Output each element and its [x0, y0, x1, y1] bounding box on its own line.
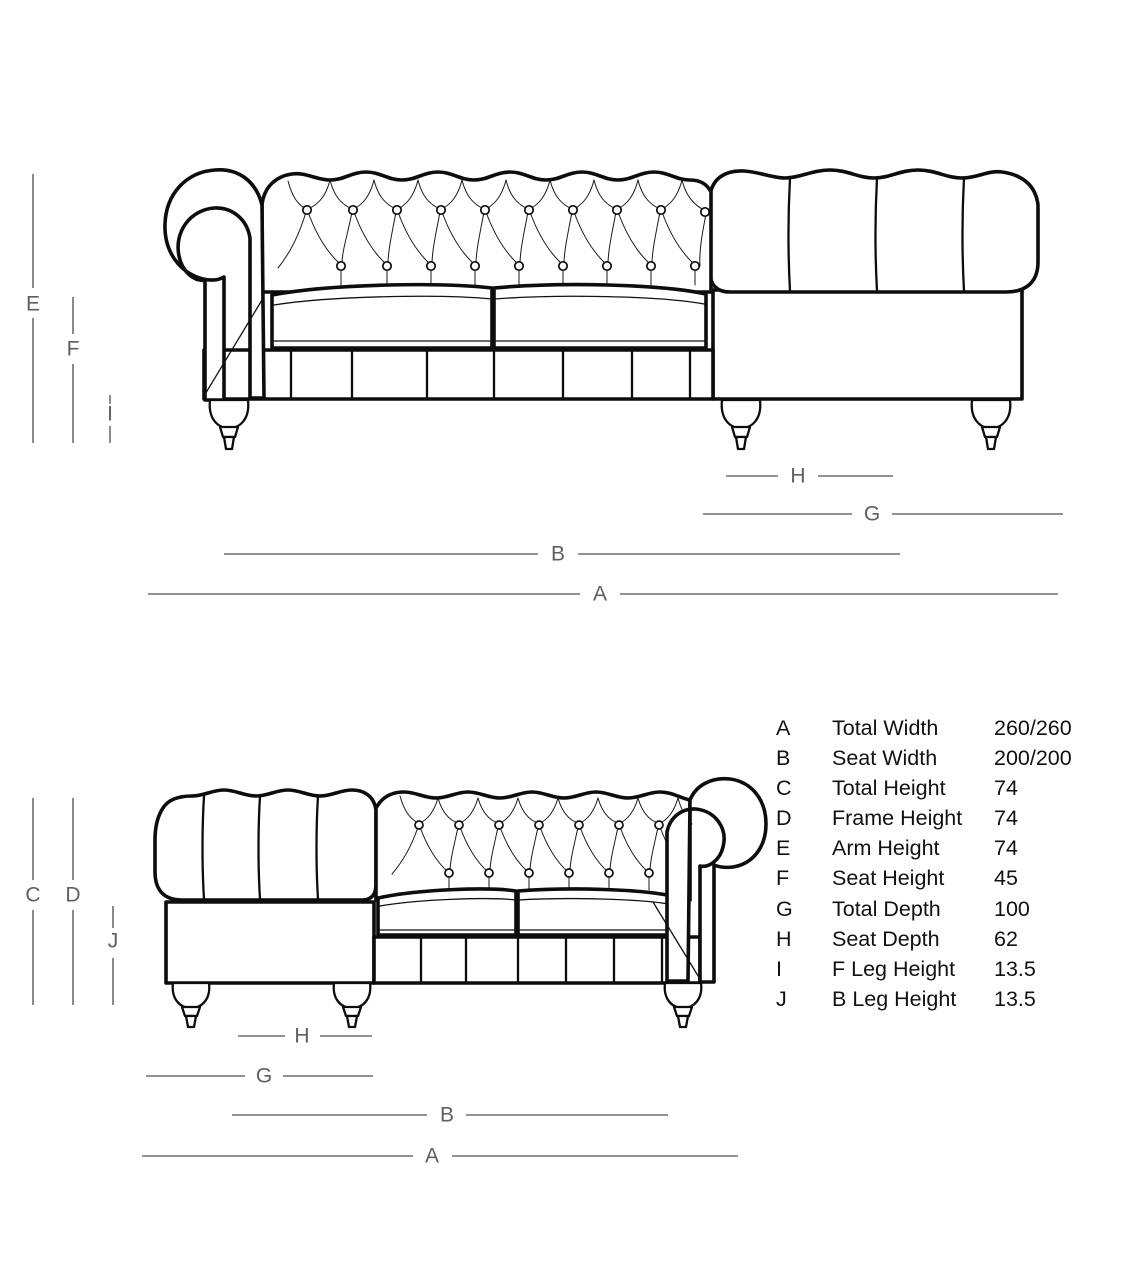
bottom-view-dimensions: C D J H G B A	[25, 798, 738, 1168]
sofa-tufted-back-top	[260, 170, 713, 294]
chaise-flute-1	[787, 176, 792, 293]
seat-piping-left-top	[273, 295, 493, 306]
legend-key-a: A	[776, 716, 791, 740]
legend-name-e: Arm Height	[832, 836, 940, 861]
tuft-buttons-upper-bottom	[414, 820, 664, 830]
skirt-panel-dividers-top	[289, 350, 692, 399]
dim-label-H-bottom: H	[294, 1025, 309, 1048]
legend-key-g: G	[776, 896, 793, 921]
seat-piping-right-bottom	[517, 897, 675, 906]
arm-diagonal-top	[203, 299, 263, 397]
legend-name-a: Total Width	[832, 716, 939, 740]
dimension-legend-table: A Total Width 260/260 B Seat Width 200/2…	[776, 716, 1136, 1017]
legend-name-d: Frame Height	[832, 806, 963, 831]
legend-row: A Total Width 260/260	[776, 716, 1136, 746]
legend-key-d: D	[776, 806, 792, 831]
legend-name-c: Total Height	[832, 776, 946, 801]
chaise-body-top	[711, 288, 1024, 401]
chaise-flute-b3	[315, 794, 320, 901]
seat-cushion-left-top	[270, 282, 494, 350]
legend-row: E Arm Height 74	[776, 836, 1136, 866]
chaise-back-roll-bottom	[153, 788, 378, 902]
dim-label-C: C	[25, 884, 40, 907]
sofa-tufted-back-bottom	[374, 790, 692, 902]
dim-label-D: D	[65, 884, 80, 907]
dim-label-G-bottom: G	[256, 1065, 272, 1088]
dim-label-G-top: G	[864, 503, 880, 526]
legend-row: C Total Height 74	[776, 776, 1136, 806]
chaise-flute-b2	[257, 794, 262, 901]
legend-value-i: 13.5	[994, 956, 1036, 981]
legend-value-f: 45	[994, 866, 1018, 891]
legend-value-g: 100	[994, 896, 1030, 921]
dim-label-A-bottom: A	[425, 1145, 439, 1168]
dim-label-E: E	[26, 293, 40, 316]
legend-row: G Total Depth 100	[776, 897, 1136, 927]
legend-key-i: I	[776, 956, 782, 981]
legend-row: H Seat Depth 62	[776, 927, 1136, 957]
dim-label-J: J	[108, 930, 119, 953]
legend-value-j: 13.5	[994, 986, 1036, 1011]
legend-key-f: F	[776, 866, 790, 891]
legend-value-d: 74	[994, 806, 1018, 831]
bottom-view-illustration	[153, 776, 768, 1029]
legend-value-e: 74	[994, 836, 1018, 861]
legend-key-h: H	[776, 926, 792, 951]
seat-piping-left-bottom	[379, 898, 517, 907]
scroll-arm-right-bottom	[665, 776, 768, 984]
legend-key-e: E	[776, 836, 791, 861]
legend-value-b: 200/200	[994, 746, 1072, 771]
legend-value-a: 260/260	[994, 716, 1072, 740]
legend-row: J B Leg Height 13.5	[776, 987, 1136, 1017]
arm-diagonal-bottom	[652, 901, 701, 980]
tuft-net-mid-top	[277, 211, 707, 269]
seat-piping-right-top	[493, 295, 705, 305]
tuft-buttons-lower-bottom	[444, 868, 654, 878]
dim-label-A-top: A	[593, 583, 607, 606]
chaise-flute-b1	[201, 794, 206, 901]
legend-value-c: 74	[994, 776, 1018, 801]
dim-label-H-top: H	[790, 465, 805, 488]
seat-cushion-left-bottom	[376, 887, 518, 937]
dim-label-F: F	[67, 338, 80, 361]
sofa-skirt-top	[202, 348, 715, 401]
legend-value-h: 62	[994, 926, 1018, 951]
tuft-buttons-lower-top	[335, 260, 701, 272]
seat-cushion-right-bottom	[516, 887, 678, 937]
chaise-back-roll-top	[708, 168, 1040, 294]
skirt-panel-dividers-bottom	[419, 937, 664, 983]
chaise-flute-3	[961, 176, 966, 293]
sofa-skirt-bottom	[372, 935, 702, 985]
seat-cushion-right-top	[492, 282, 708, 350]
legs-bottom	[171, 981, 703, 1029]
legend-key-c: C	[776, 776, 792, 801]
chaise-body-bottom	[164, 900, 376, 985]
legend-key-b: B	[776, 746, 791, 771]
legs-top	[208, 398, 1012, 451]
legend-name-f: Seat Height	[832, 866, 945, 891]
dim-label-I: I	[107, 403, 113, 426]
top-view-illustration	[163, 168, 1040, 451]
scroll-arm-left-top	[163, 168, 266, 402]
legend-name-b: Seat Width	[832, 746, 938, 771]
legend-name-g: Total Depth	[832, 896, 941, 921]
legend-name-i: F Leg Height	[832, 956, 956, 981]
legend-key-j: J	[776, 986, 787, 1011]
legend-row: D Frame Height 74	[776, 806, 1136, 836]
dim-label-B-bottom: B	[440, 1104, 454, 1127]
legend-row: I F Leg Height 13.5	[776, 957, 1136, 987]
legend-row: F Seat Height 45	[776, 866, 1136, 896]
tuft-buttons-upper-top	[301, 204, 711, 218]
chaise-flute-2	[874, 176, 879, 293]
legend-row: B Seat Width 200/200	[776, 746, 1136, 776]
dim-label-B-top: B	[551, 543, 565, 566]
legend-name-j: B Leg Height	[832, 986, 957, 1011]
top-view-dimensions: E F I H G B A	[26, 174, 1063, 606]
legend-name-h: Seat Depth	[832, 926, 940, 951]
